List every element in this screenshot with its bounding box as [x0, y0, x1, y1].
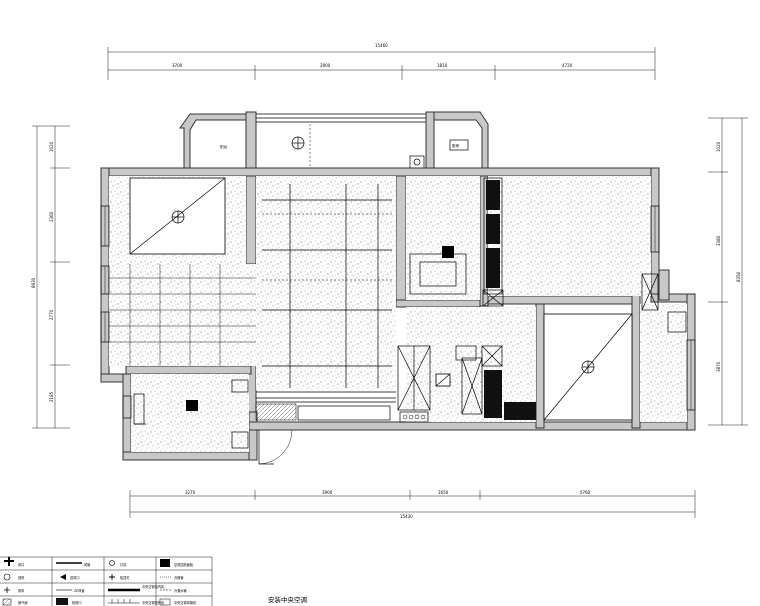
dim-right-seg-2: 3380 — [716, 235, 721, 246]
return-air-icon — [3, 573, 11, 581]
ac-unit-panels — [129, 177, 633, 421]
access-panel-icon — [56, 598, 68, 605]
legend-item: 中央空调室内机 — [142, 584, 165, 589]
entry-door — [258, 429, 293, 465]
legend-item: 中央空调风管机 — [174, 600, 197, 605]
windows — [100, 205, 696, 419]
balcony: 阳台 厨房 — [179, 111, 489, 171]
ceiling-grid — [262, 184, 392, 388]
legend-item: ZE风管 — [74, 588, 85, 593]
small-bedroom — [133, 379, 249, 449]
dim-top-seg-4: 4720 — [562, 63, 573, 68]
supply-icon — [60, 574, 66, 580]
legend-item: 空调控制面板 — [174, 562, 194, 567]
dim-left-seg-1: 1020 — [49, 141, 54, 152]
legend-col-2: 风管 送风口 ZE风管 检修口 — [56, 562, 90, 605]
legend-item: 回风 — [18, 576, 25, 580]
kitchen-room — [409, 177, 504, 307]
legend-item: 送风口 — [70, 575, 80, 580]
dim-left-total: 8930 — [31, 277, 36, 288]
dim-left-seg-3: 2770 — [49, 309, 54, 320]
legend-item: 换气扇 — [18, 600, 28, 605]
dim-right-total: 8350 — [736, 271, 741, 282]
legend-col-3: 灯具 吸顶灯 中央空调室内机 中央空调室外机 — [108, 560, 165, 605]
dim-bottom-seg-1: 3270 — [185, 490, 196, 495]
legend-item: 检修口 — [72, 600, 82, 605]
dim-top-seg-1: 3700 — [172, 63, 183, 68]
legend: 风口 回风 排风 换气扇 风管 送风口 ZE风管 检修口 灯具 吸顶灯 中央空调… — [0, 556, 213, 606]
tv-wall — [255, 391, 429, 423]
dim-bottom-total: 15430 — [400, 514, 413, 519]
dimension-bottom: 3270 3900 1650 5760 15430 — [129, 490, 696, 519]
dimension-right: 1020 3380 3870 8350 — [708, 117, 748, 426]
cabinets — [397, 273, 687, 420]
balcony-label: 阳台 — [220, 144, 228, 149]
legend-item: 吸顶灯 — [120, 575, 130, 580]
legend-col-4: 空调控制面板 冷媒管 冷凝水管 中央空调风管机 — [159, 559, 197, 606]
legend-item: 灯具 — [120, 562, 127, 567]
legend-col-1: 风口 回风 排风 换气扇 — [2, 557, 28, 606]
ceiling-light-icon — [109, 574, 115, 580]
dim-right-seg-3: 3870 — [716, 361, 721, 372]
dim-top-seg-2: 2900 — [320, 63, 331, 68]
diffuser-icon — [4, 557, 14, 566]
dim-left-seg-2: 2360 — [49, 211, 54, 222]
kitchen-tag: 厨房 — [452, 143, 460, 148]
ac-indoor-markers — [186, 246, 454, 411]
legend-item: 风口 — [18, 563, 24, 567]
dim-bottom-seg-2: 3900 — [322, 490, 333, 495]
control-panel-icon — [160, 559, 170, 567]
legend-item: 冷媒管 — [174, 575, 184, 580]
dim-left-seg-4: 2185 — [49, 391, 54, 402]
legend-item: 中央空调室外机 — [142, 600, 165, 605]
legend-item: 风管 — [84, 562, 90, 567]
dimension-left: 8930 1020 2360 2770 2185 — [31, 125, 70, 429]
dimension-top: 15460 3700 2900 1810 4720 — [107, 43, 656, 80]
fan-icon — [2, 598, 12, 606]
drawing-title: 安装中央空调 — [268, 595, 307, 604]
legend-item: 冷凝水管 — [174, 588, 187, 593]
exhaust-icon — [4, 587, 10, 593]
dim-bottom-seg-4: 5760 — [580, 490, 591, 495]
ducted-unit-icon — [159, 598, 171, 606]
bath-floor-grid — [109, 264, 256, 366]
dim-right-seg-1: 1020 — [716, 141, 721, 152]
legend-item: 排风 — [18, 588, 25, 593]
dim-top-total: 15460 — [375, 43, 388, 48]
outdoor-unit-icon — [108, 599, 140, 604]
dim-bottom-seg-3: 1650 — [438, 490, 449, 495]
lamp-icon — [109, 560, 115, 566]
dim-top-seg-3: 1810 — [437, 63, 448, 68]
